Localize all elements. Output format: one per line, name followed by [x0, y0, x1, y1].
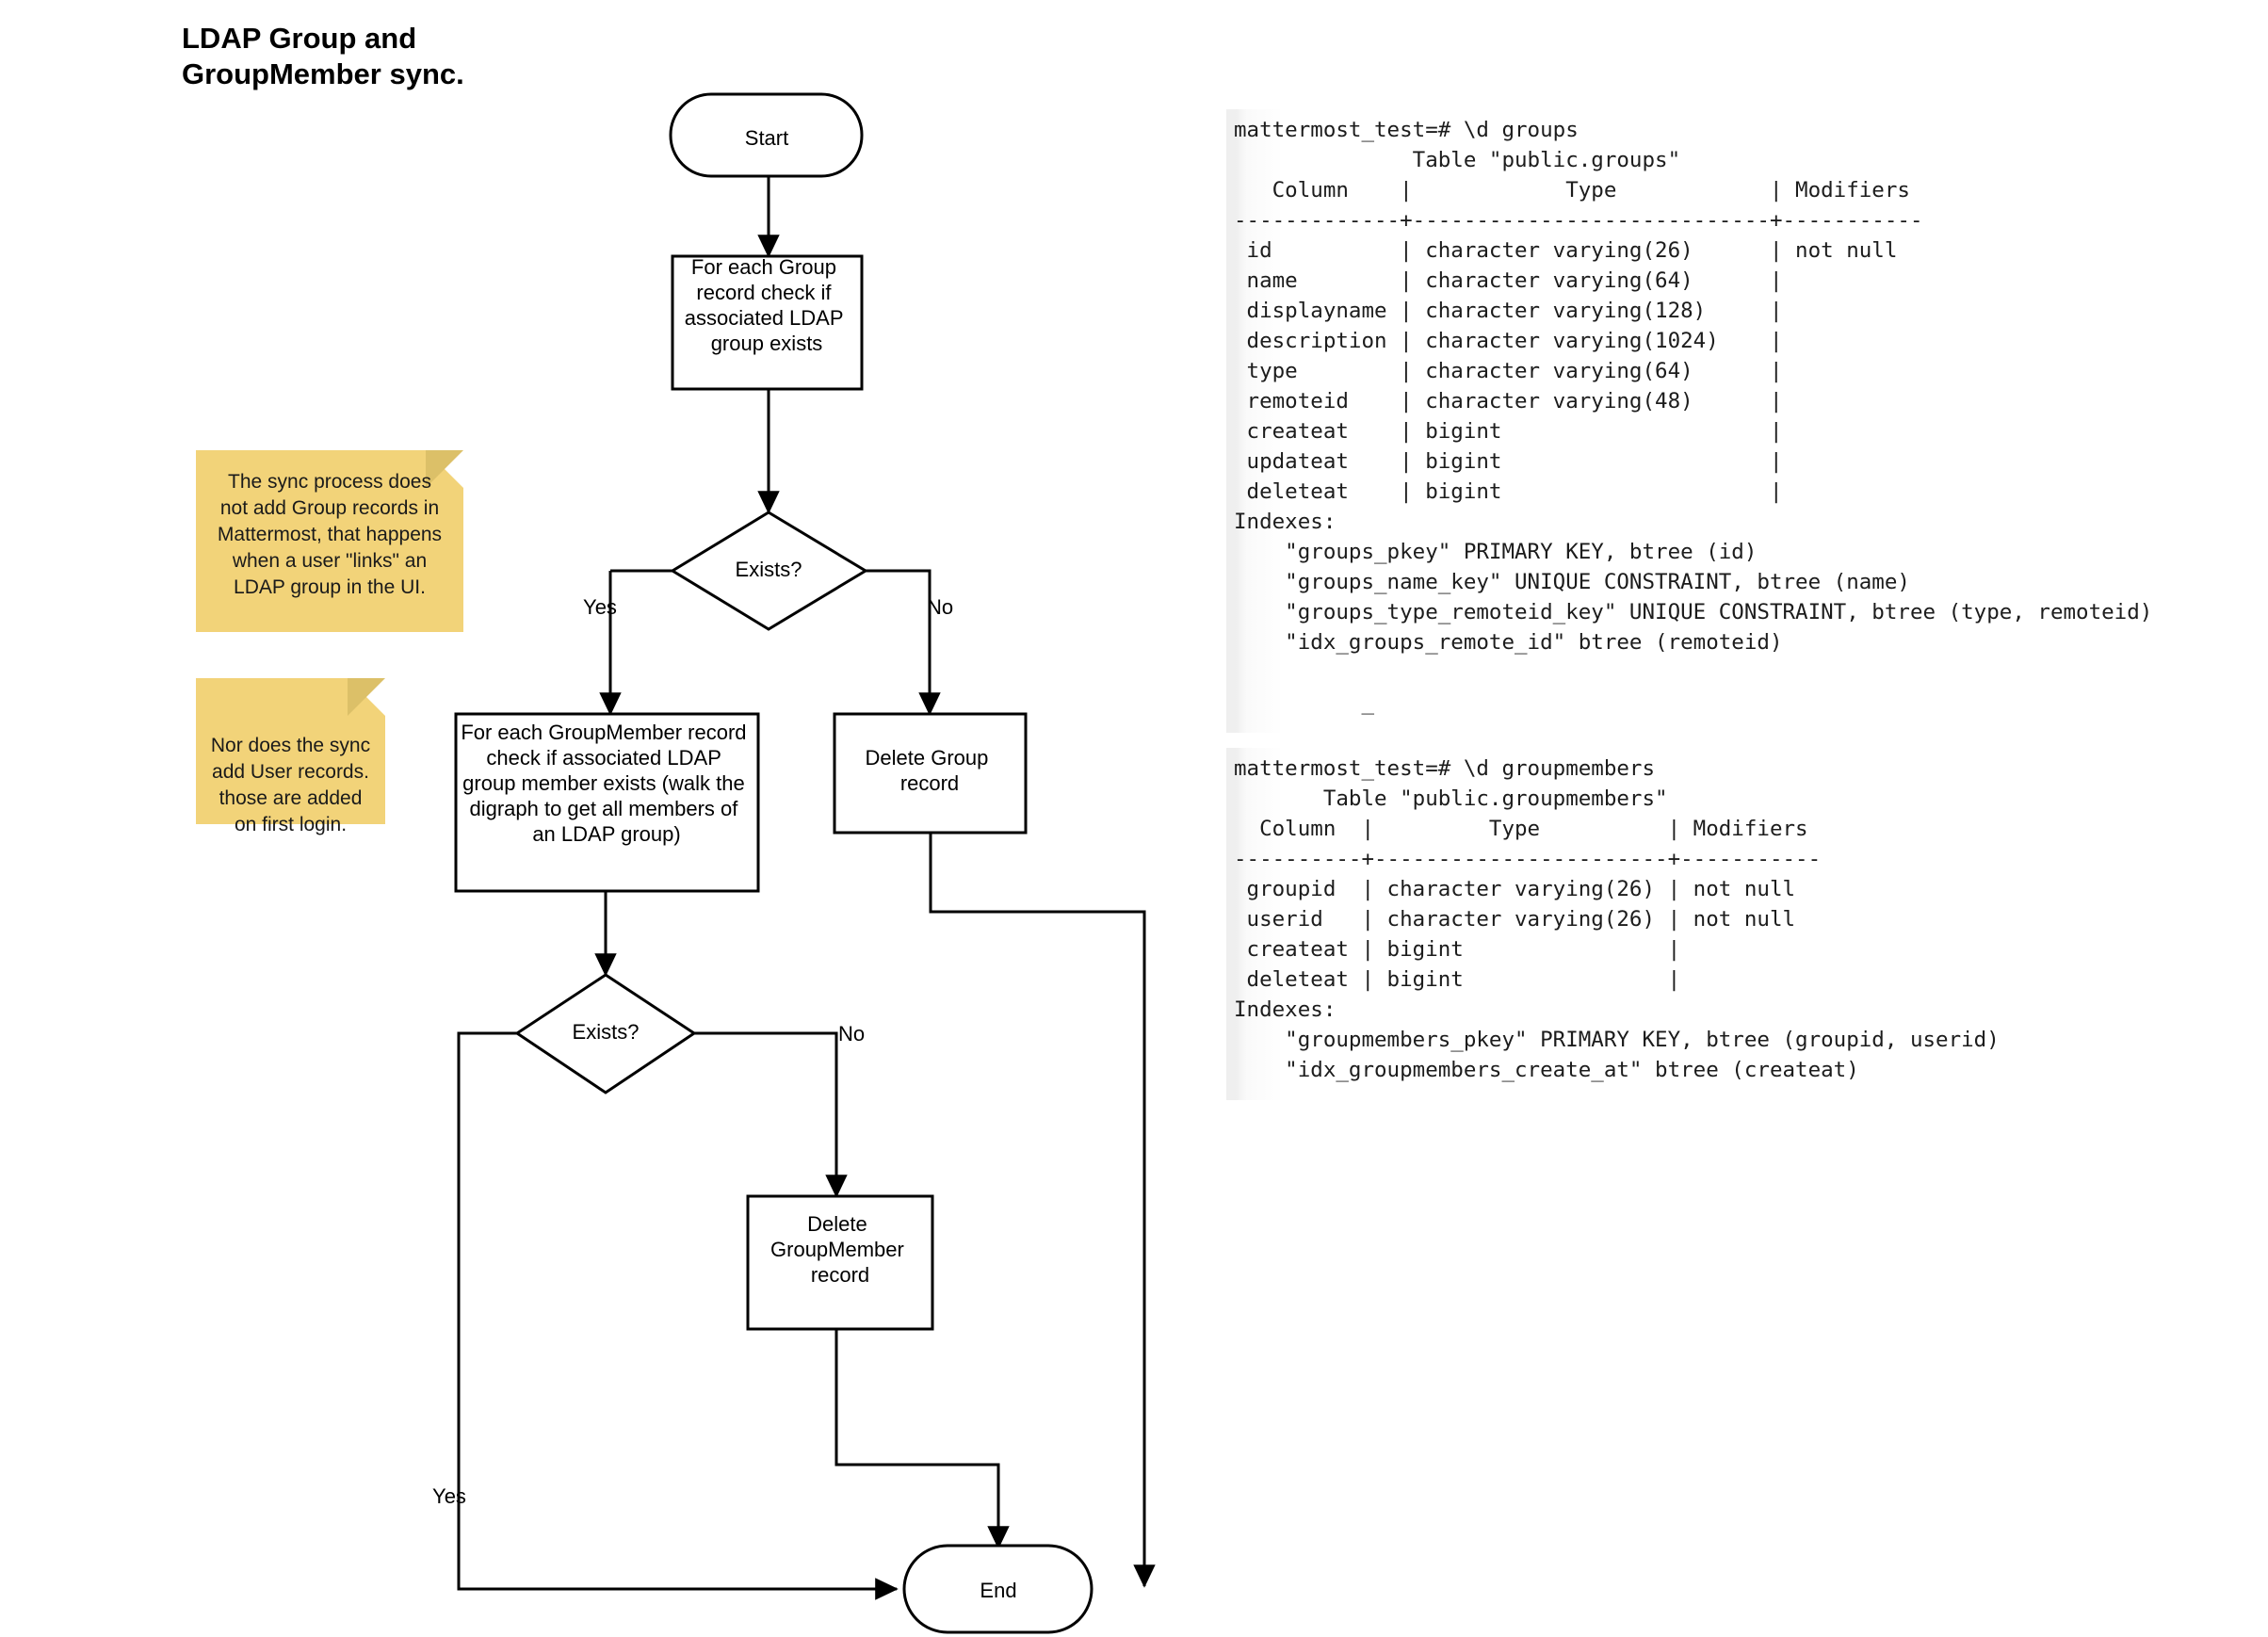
terminal-line: "groups_pkey" PRIMARY KEY, btree (id) — [1234, 540, 1758, 564]
terminal-line — [1234, 657, 2215, 688]
node-exists-decision-1[interactable] — [670, 511, 868, 631]
terminal-line: description | character varying(1024) | — [1234, 329, 1783, 353]
terminal-line: type | character varying(64) | — [1234, 359, 1783, 383]
edge-exists2-yes-to-end — [457, 1031, 899, 1600]
terminal-line: "groups_name_key" UNIQUE CONSTRAINT, btr… — [1234, 570, 1910, 594]
terminal-line: groupid | character varying(26) | not nu… — [1234, 877, 1796, 901]
node-check-member[interactable] — [454, 712, 760, 893]
terminal-line: mattermost_test=# \d groups — [1234, 118, 1579, 142]
edge-label-yes-1: Yes — [583, 595, 617, 619]
node-start[interactable] — [669, 92, 864, 178]
terminal-line: -------------+--------------------------… — [1234, 208, 1923, 233]
edge-label-yes-2: Yes — [432, 1484, 466, 1508]
edge-label-no-2: No — [838, 1022, 865, 1045]
edge-delete-group-to-end — [929, 833, 1156, 1588]
terminal-line: updateat | bigint | — [1234, 449, 1783, 474]
terminal-line: name | character varying(64) | — [1234, 268, 1783, 293]
terminal-output-groups: mattermost_test=# \d groups Table "publi… — [1226, 109, 2215, 733]
node-end[interactable] — [902, 1544, 1094, 1634]
sticky-note-group-records: The sync process does not add Group reco… — [196, 450, 463, 632]
node-end-label: End — [980, 1579, 1016, 1602]
sticky-note-fold-icon — [426, 450, 463, 488]
node-delete-groupmember-label: Delete GroupMember record — [770, 1212, 910, 1287]
node-delete-group[interactable] — [833, 712, 1028, 835]
page-title: LDAP Group and GroupMember sync. — [182, 22, 464, 90]
terminal-line: "groupmembers_pkey" PRIMARY KEY, btree (… — [1234, 1028, 2000, 1052]
terminal-line: userid | character varying(26) | not nul… — [1234, 907, 1796, 932]
terminal-line: createat | bigint | — [1234, 419, 1783, 444]
node-delete-group-label: Delete Group record — [866, 746, 995, 795]
node-check-group-label: For each Group record check if associate… — [685, 255, 850, 355]
terminal-line: createat | bigint | — [1234, 937, 1681, 962]
node-start-label: Start — [745, 126, 788, 150]
sticky-note-text: Nor does the sync add User records. thos… — [210, 735, 371, 835]
edge-delete-groupmember-to-end — [834, 1329, 1010, 1549]
sticky-note-background — [196, 450, 463, 632]
node-exists-2-label: Exists? — [573, 1020, 640, 1044]
sticky-note-text: The sync process does not add Group reco… — [217, 471, 443, 598]
terminal-line: Column | Type | Modifiers — [1234, 178, 1910, 203]
terminal-line: remoteid | character varying(48) | — [1234, 389, 1783, 413]
edge-label-no-1: No — [927, 595, 953, 619]
node-delete-groupmember[interactable] — [746, 1194, 934, 1331]
node-check-member-label: For each GroupMember record check if ass… — [461, 721, 752, 846]
edge-exists1-no — [866, 569, 941, 716]
terminal-line: _ — [1234, 690, 1375, 715]
terminal-line: id | character varying(26) | not null — [1234, 238, 1898, 263]
terminal-line: ----------+-----------------------+-----… — [1234, 847, 1822, 871]
terminal-line: "idx_groups_remote_id" btree (remoteid) — [1234, 630, 1783, 655]
terminal-line: deleteat | bigint | — [1234, 967, 1681, 992]
terminal-output-groupmembers: mattermost_test=# \d groupmembers Table … — [1226, 748, 2215, 1100]
flowchart-canvas: Start For each Group record check if ass… — [432, 92, 1156, 1634]
terminal-line: mattermost_test=# \d groupmembers — [1234, 756, 1656, 781]
terminal-line: Column | Type | Modifiers — [1234, 817, 1808, 841]
terminal-line: Indexes: — [1234, 997, 1336, 1022]
terminal-line: "groups_type_remoteid_key" UNIQUE CONSTR… — [1234, 600, 2153, 624]
terminal-line: Indexes: — [1234, 510, 1336, 534]
node-check-group[interactable] — [671, 254, 864, 391]
sticky-note-fold-icon — [348, 678, 385, 716]
node-exists-1-label: Exists? — [736, 558, 802, 581]
terminal-line: "idx_groupmembers_create_at" btree (crea… — [1234, 1058, 1859, 1082]
edge-exists2-no — [694, 1031, 848, 1198]
sticky-note-user-records: Nor does the sync add User records. thos… — [196, 678, 385, 835]
terminal-line: Table "public.groupmembers" — [1234, 786, 1668, 811]
terminal-line: Table "public.groups" — [1234, 148, 1681, 172]
terminal-line: deleteat | bigint | — [1234, 479, 1783, 504]
node-exists-decision-2[interactable] — [514, 973, 697, 1094]
terminal-line: displayname | character varying(128) | — [1234, 299, 1783, 323]
